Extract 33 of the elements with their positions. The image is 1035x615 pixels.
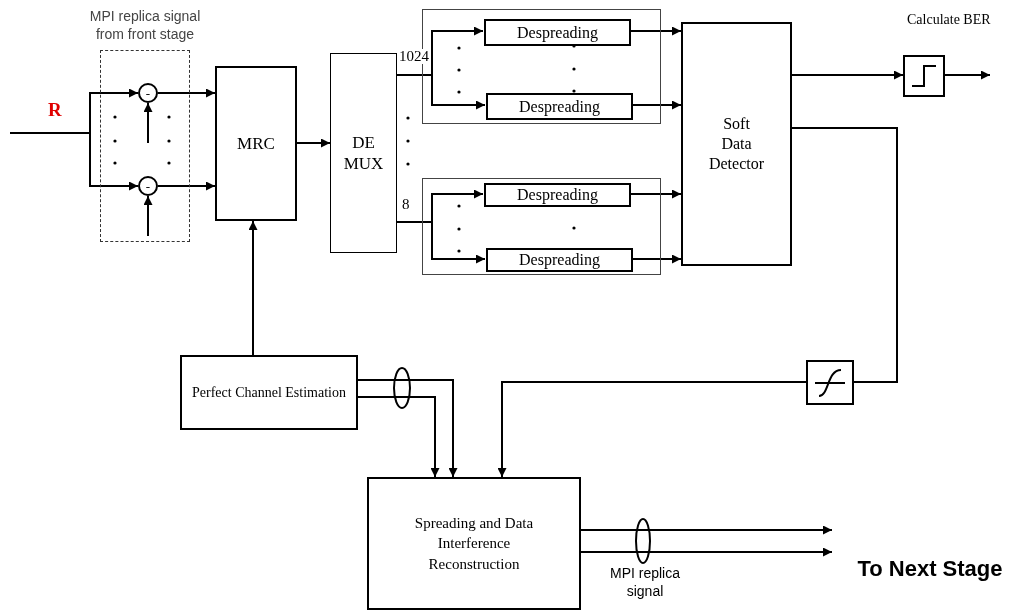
process-box: Perfect Channel Estimation bbox=[180, 355, 358, 430]
arrow bbox=[580, 547, 833, 557]
process-box: Spreading and Data Interference Reconstruction bbox=[367, 477, 581, 610]
arrow bbox=[157, 181, 216, 191]
arrow bbox=[396, 221, 486, 264]
soft-decision-box bbox=[806, 360, 854, 405]
process-box: Despreading bbox=[486, 248, 633, 272]
signal-label: MPI replica signal bbox=[609, 565, 681, 600]
arrow bbox=[9, 132, 139, 191]
edge-label: R bbox=[48, 100, 62, 119]
arrow bbox=[143, 195, 153, 237]
arrow bbox=[396, 74, 486, 110]
group-heading: MPI replica signal from front stage bbox=[88, 8, 202, 43]
arrow bbox=[248, 220, 258, 356]
group-box bbox=[422, 178, 661, 275]
arrow bbox=[791, 70, 904, 80]
process-box: Soft Data Detector bbox=[681, 22, 792, 266]
arrow bbox=[357, 379, 458, 478]
process-box: Despreading bbox=[484, 183, 631, 207]
arrow bbox=[580, 525, 833, 535]
process-box: Despreading bbox=[484, 19, 631, 46]
process-box: DE MUX bbox=[330, 53, 397, 253]
arrow bbox=[357, 396, 440, 478]
process-box: Despreading bbox=[486, 93, 633, 120]
arrow bbox=[157, 88, 216, 98]
arrow bbox=[296, 138, 331, 148]
block-caption: Calculate BER bbox=[907, 11, 991, 29]
edge-label: 8 bbox=[402, 197, 410, 212]
arrow bbox=[143, 102, 153, 144]
arrow bbox=[497, 381, 807, 478]
process-box: MRC bbox=[215, 66, 297, 221]
edge-label: 1024 bbox=[399, 49, 429, 64]
arrow bbox=[944, 70, 991, 80]
